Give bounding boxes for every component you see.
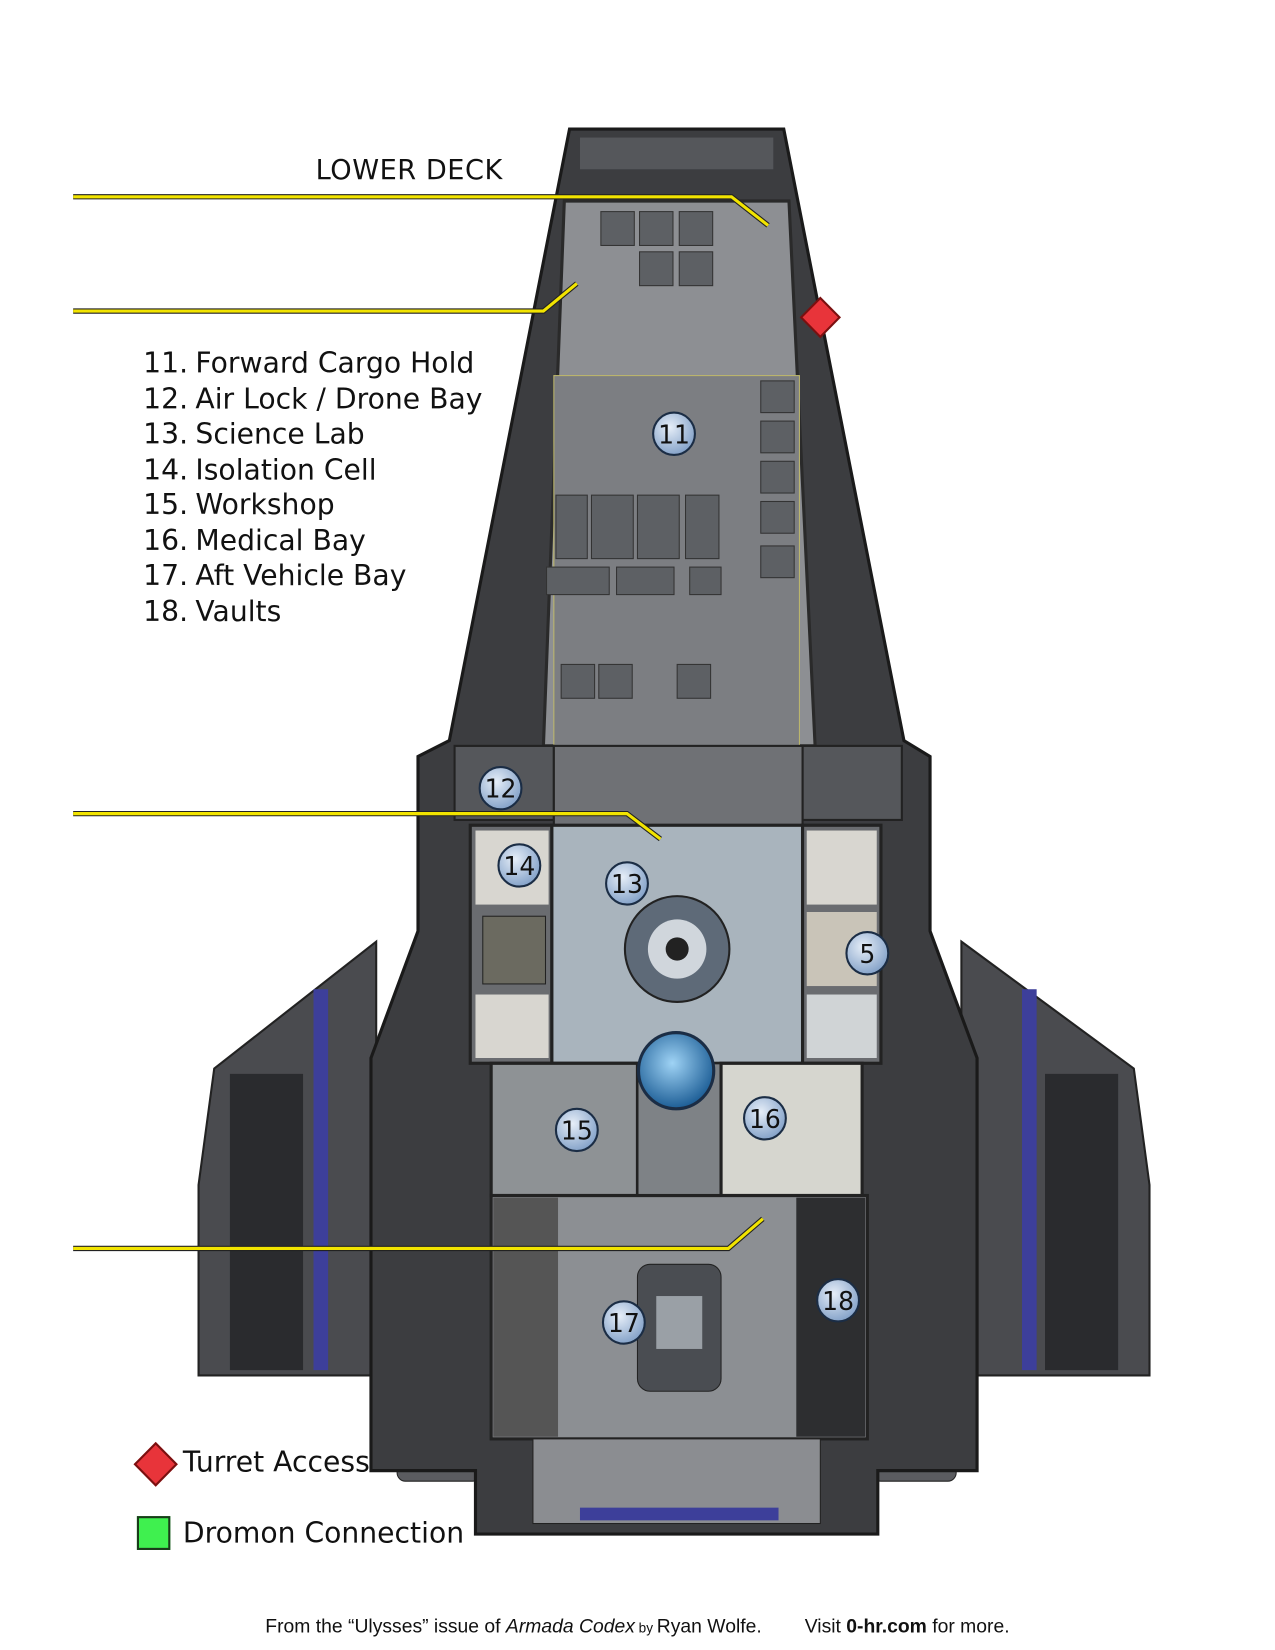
room-name: Science Lab	[195, 417, 365, 451]
room-marker-14: 14	[497, 843, 542, 888]
deck-title: LOWER DECK	[315, 154, 503, 187]
room-marker-11: 11	[652, 411, 696, 456]
footer-text: From the “Ulysses” issue of	[265, 1614, 506, 1637]
room-list-item: 14.Isolation Cell	[143, 452, 482, 487]
legend-dromon-connection: Dromon Connection	[133, 1512, 464, 1554]
room-marker-18: 18	[816, 1278, 861, 1323]
room-number: 12.	[143, 382, 189, 416]
room-list-item: 13.Science Lab	[143, 417, 482, 452]
legend-label: Turret Access	[182, 1445, 370, 1479]
room-name: Isolation Cell	[195, 453, 377, 487]
credits-footer: From the “Ulysses” issue of Armada Codex…	[0, 1615, 1275, 1638]
svg-text:18: 18	[822, 1287, 854, 1316]
legend-label: Dromon Connection	[182, 1516, 465, 1550]
turret-access-marker	[799, 296, 842, 339]
room-list-item: 18.Vaults	[143, 594, 482, 629]
svg-text:14: 14	[503, 852, 535, 881]
svg-text:13: 13	[611, 870, 643, 899]
red-diamond-icon	[133, 1441, 178, 1487]
room-list-item: 11.Forward Cargo Hold	[143, 346, 482, 381]
room-list-item: 12.Air Lock / Drone Bay	[143, 381, 482, 416]
room-number: 18.	[143, 595, 189, 628]
legend-turret-access: Turret Access	[133, 1441, 370, 1487]
room-list-item: 15.Workshop	[143, 488, 482, 523]
room-number: 17.	[143, 559, 189, 593]
room-name: Forward Cargo Hold	[195, 347, 475, 380]
room-name: Medical Bay	[195, 524, 366, 558]
green-square-icon	[133, 1512, 175, 1554]
leader-lines	[73, 194, 770, 1252]
room-number: 16.	[143, 524, 189, 558]
room-marker-12: 12	[478, 765, 523, 811]
svg-text:5: 5	[859, 940, 875, 969]
room-marker-15: 15	[554, 1107, 599, 1153]
medical-bay-floor	[719, 1061, 864, 1198]
room-name: Workshop	[195, 488, 335, 522]
site-link[interactable]: 0-hr.com	[846, 1614, 927, 1637]
footer-by: by	[634, 1619, 657, 1636]
room-list: 11.Forward Cargo Hold 12.Air Lock / Dron…	[143, 346, 482, 630]
room-marker-16: 16	[742, 1096, 787, 1141]
room-number: 15.	[143, 488, 189, 522]
room-name: Aft Vehicle Bay	[195, 559, 407, 593]
svg-text:11: 11	[658, 420, 690, 449]
room-number: 14.	[143, 453, 189, 487]
room-marker-5: 5	[845, 931, 890, 976]
svg-text:12: 12	[485, 775, 517, 804]
room-marker-17: 17	[601, 1300, 646, 1345]
room-name: Air Lock / Drone Bay	[195, 382, 483, 416]
room-number: 13.	[143, 417, 189, 451]
room-name: Vaults	[195, 595, 282, 628]
svg-text:16: 16	[749, 1105, 781, 1134]
svg-text:17: 17	[608, 1309, 640, 1338]
room-number: 11.	[143, 347, 189, 380]
room-marker-13: 13	[605, 861, 649, 906]
footer-text: for more.	[926, 1614, 1010, 1637]
room-list-item: 16.Medical Bay	[143, 523, 482, 558]
svg-text:15: 15	[561, 1116, 593, 1145]
publication-title: Armada Codex	[505, 1614, 635, 1637]
footer-visit: Visit	[804, 1614, 847, 1637]
author-name: Ryan Wolfe.	[656, 1614, 762, 1637]
room-list-item: 17.Aft Vehicle Bay	[143, 559, 482, 594]
